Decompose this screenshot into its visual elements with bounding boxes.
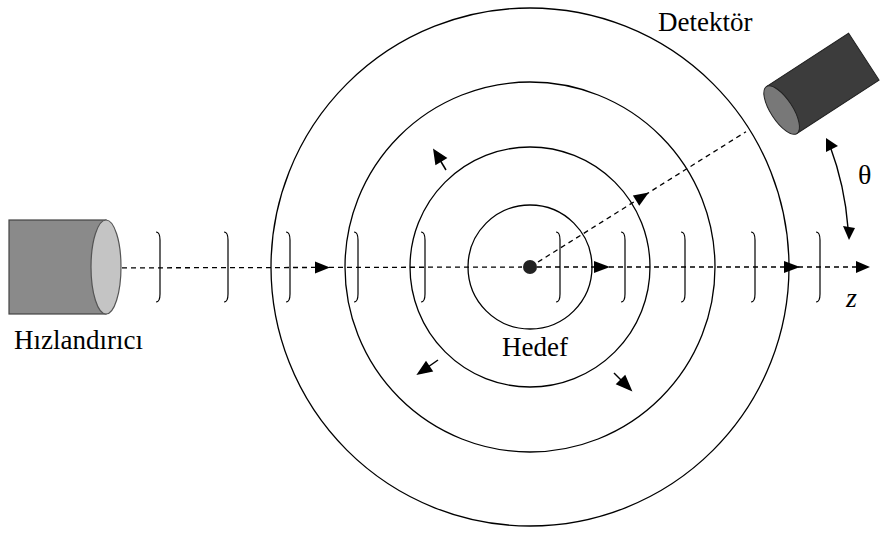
wavefront-bracket — [224, 232, 228, 302]
axis-label: z — [846, 283, 857, 314]
beam-axis — [537, 266, 858, 267]
angle-label: θ — [858, 160, 871, 191]
target-shape — [522, 259, 538, 275]
axis-arrowhead — [856, 261, 870, 273]
beam-connector — [122, 261, 522, 273]
detector-node: Detektör — [650, 4, 878, 169]
theta-arrowhead — [826, 138, 838, 152]
node-label: Hızlandırıcı — [14, 326, 143, 356]
theta-arrowhead — [843, 226, 855, 240]
detector-shape — [746, 26, 876, 156]
wavefront-circle — [345, 82, 715, 452]
target-node: Hedef — [480, 255, 590, 370]
beam-connector — [538, 132, 746, 262]
node-label: Hedef — [502, 333, 568, 363]
beam-arrowheads — [594, 261, 800, 273]
node-label: Detektör — [658, 8, 752, 38]
wavefront-bracket — [156, 232, 160, 302]
accelerator-node: Hızlandırıcı — [6, 216, 176, 366]
radial-arrows — [418, 150, 631, 390]
accelerator-shape — [8, 219, 122, 317]
theta-arc — [830, 146, 848, 228]
